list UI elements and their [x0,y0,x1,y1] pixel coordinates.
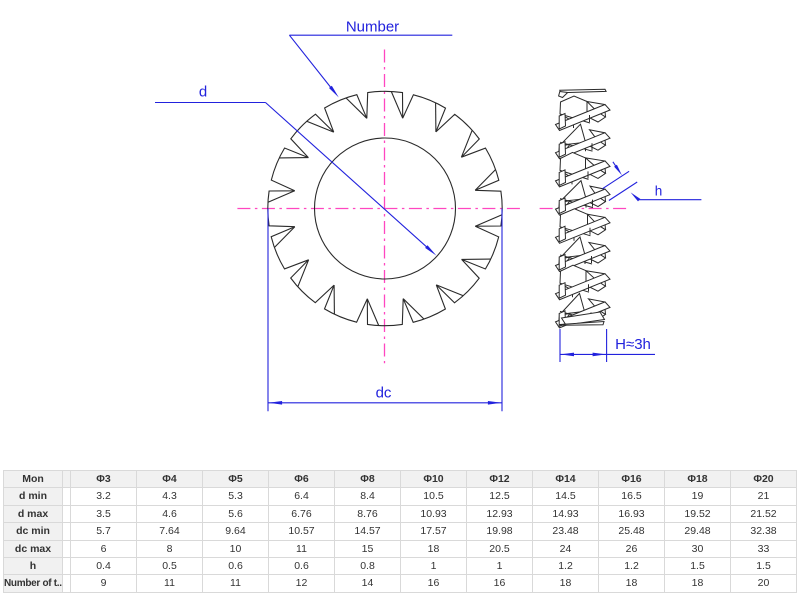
svg-text:Number: Number [346,19,399,36]
svg-text:d: d [199,84,207,101]
svg-text:H≈3h: H≈3h [615,336,651,353]
svg-text:h: h [655,183,663,198]
svg-text:dc: dc [376,385,392,402]
